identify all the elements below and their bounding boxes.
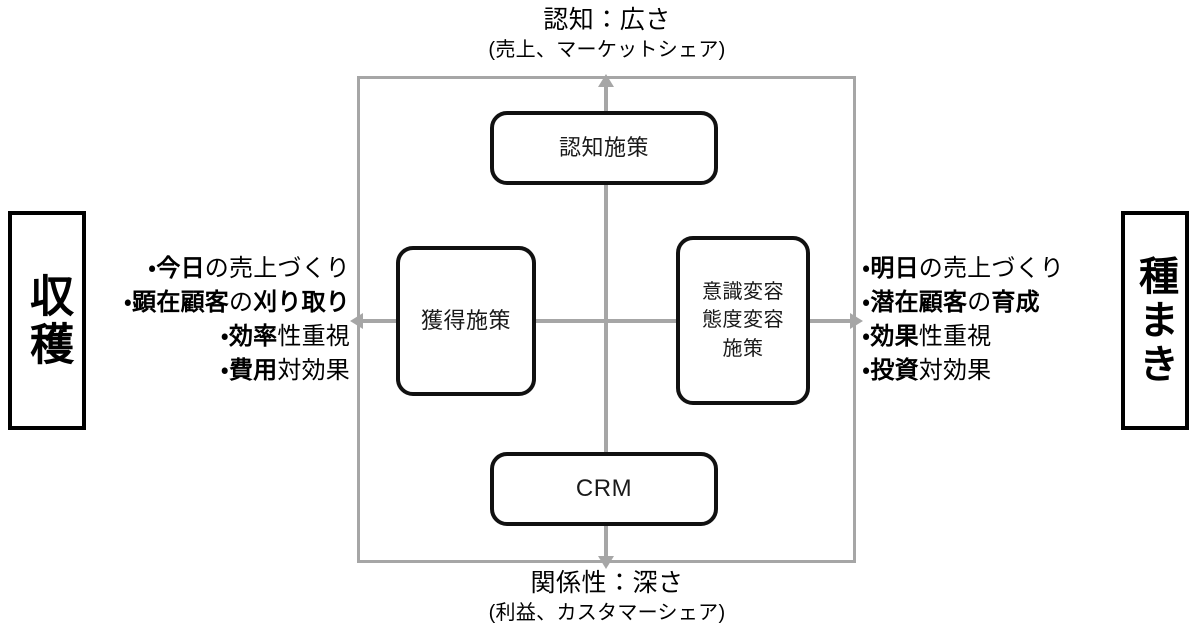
bullet-marker: ・ — [123, 289, 133, 317]
label-box-harvest: 収穫 — [8, 211, 86, 430]
axis-caption-bottom-main: 関係性：深さ — [530, 569, 684, 597]
node-attitude-line-1: 意識変容 — [702, 280, 784, 303]
bullet-marker: ・ — [148, 255, 157, 282]
bullet-marker: ・ — [862, 289, 871, 317]
node-crm-label: CRM — [575, 475, 633, 503]
axis-caption-bottom: 関係性：深さ (利益、カスタマーシェア) — [357, 568, 857, 625]
bullet-strong-1: 投資 — [870, 357, 919, 385]
list-item: ・今日の売上づくり — [0, 252, 350, 286]
bullet-marker: ・ — [862, 323, 871, 351]
bullet-marker: ・ — [862, 357, 871, 385]
label-box-harvest-text: 収穫 — [23, 272, 72, 369]
label-box-seeding-text: 種まき — [1133, 254, 1177, 387]
horizontal-axis-line — [362, 319, 854, 323]
bullet-strong-1: 効果 — [870, 323, 919, 351]
bullet-plain-1: 対効果 — [277, 357, 350, 385]
bullet-plain-1: 性重視 — [277, 323, 350, 351]
axis-caption-top-main: 認知：広さ — [543, 6, 671, 34]
vertical-axis-line — [604, 84, 608, 562]
bullet-strong-1: 顕在顧客 — [132, 289, 229, 317]
label-box-seeding: 種まき — [1121, 211, 1189, 430]
axis-caption-top-sub: (売上、マーケットシェア) — [488, 39, 726, 61]
bullet-marker: ・ — [220, 357, 229, 385]
bullet-strong-1: 今日 — [156, 255, 205, 282]
list-item: ・顕在顧客の刈り取り — [0, 286, 350, 320]
list-item: ・潜在顧客の育成 — [862, 286, 1192, 320]
bullet-marker: ・ — [862, 255, 871, 282]
node-awareness-measures: 認知施策 — [490, 111, 718, 185]
list-item: ・効果性重視 — [862, 320, 1192, 354]
arrow-up-icon — [598, 74, 614, 87]
node-attitude-line-2: 態度変容 — [702, 309, 784, 332]
bullet-plain-1: の — [228, 289, 254, 317]
bullet-strong-2: 育成 — [991, 289, 1040, 317]
node-crm: CRM — [490, 452, 718, 526]
bullet-plain-1: の売上づくり — [204, 255, 350, 282]
bullet-strong-2: 刈り取り — [253, 289, 350, 317]
arrow-down-icon — [598, 556, 614, 569]
bullet-strong-1: 費用 — [228, 357, 278, 385]
axis-caption-top: 認知：広さ (売上、マーケットシェア) — [357, 5, 857, 62]
bullet-strong-1: 明日 — [870, 255, 919, 282]
node-attitude-label: 意識変容 態度変容 施策 — [702, 278, 784, 363]
arrow-left-icon — [350, 313, 363, 329]
bullet-plain-1: の売上づくり — [918, 255, 1064, 282]
node-acquisition-measures: 獲得施策 — [396, 246, 536, 396]
bullet-marker: ・ — [220, 323, 229, 351]
list-item: ・投資対効果 — [862, 354, 1192, 388]
node-attitude-change-measures: 意識変容 態度変容 施策 — [676, 236, 810, 405]
list-item: ・明日の売上づくり — [862, 252, 1192, 286]
list-item: ・効率性重視 — [0, 320, 350, 354]
bullet-plain-1: 性重視 — [918, 323, 992, 351]
node-attitude-line-3: 施策 — [722, 337, 764, 360]
node-awareness-label: 認知施策 — [558, 135, 649, 161]
axis-caption-bottom-sub: (利益、カスタマーシェア) — [488, 602, 726, 624]
left-bullet-list: ・今日の売上づくり ・顕在顧客の刈り取り ・効率性重視 ・費用対効果 — [0, 252, 352, 388]
bullet-strong-1: 効率 — [228, 323, 278, 351]
bullet-strong-1: 潜在顧客 — [870, 289, 968, 317]
arrow-right-icon — [850, 313, 863, 329]
right-bullet-list: ・明日の売上づくり ・潜在顧客の育成 ・効果性重視 ・投資対効果 — [862, 252, 1192, 388]
node-acquisition-label: 獲得施策 — [420, 308, 511, 334]
bullet-plain-1: の — [967, 289, 992, 317]
bullet-plain-1: 対効果 — [918, 357, 992, 385]
list-item: ・費用対効果 — [0, 354, 350, 388]
